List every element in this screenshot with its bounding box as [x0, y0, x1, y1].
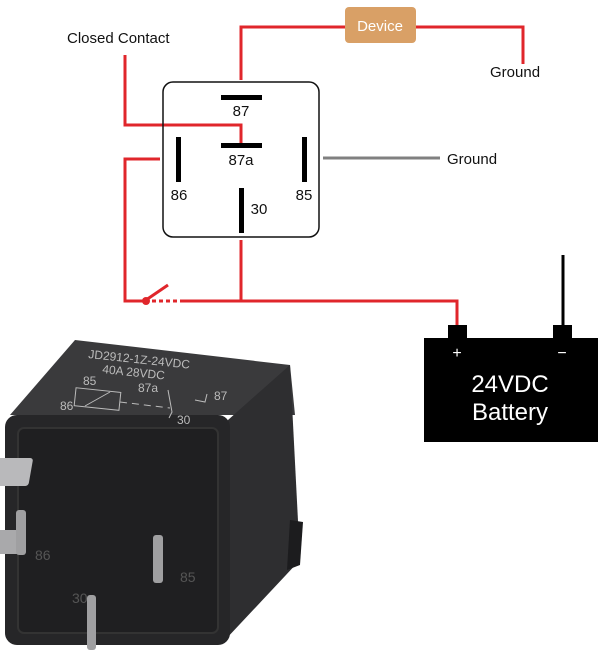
relay-symbol	[73, 387, 208, 419]
battery-voltage-label: 24VDC	[471, 371, 548, 398]
wires	[123, 25, 525, 328]
terminal-86	[16, 510, 26, 555]
pin-85-label: 85	[296, 187, 313, 204]
relay-pin87-text: 87	[214, 389, 228, 403]
pin-87a-label: 87a	[228, 152, 254, 169]
wire-device-ground	[416, 25, 525, 64]
device-box	[345, 7, 416, 43]
battery-minus-terminal	[553, 325, 572, 340]
wire-87-device	[239, 25, 345, 80]
pin-87a-bar	[221, 143, 262, 148]
wire-closed-contact	[123, 55, 243, 143]
ground-right-label: Ground	[447, 151, 497, 168]
relay-photo: JD2912-1Z-24VDC 40A 28VDC 85 86 87a 87 3…	[0, 340, 303, 650]
battery-plus-label: +	[452, 345, 461, 362]
relay-side-face	[225, 365, 300, 640]
pin-87-label: 87	[233, 103, 250, 120]
terminal-30	[87, 595, 96, 650]
pin-30-bar	[239, 188, 244, 233]
terminal-85	[153, 535, 163, 583]
battery-minus-label: −	[557, 345, 566, 362]
pin-85-bar	[302, 137, 307, 182]
relay-schematic-box	[162, 81, 320, 238]
wire-battery-plus	[180, 299, 459, 328]
closed-contact-label: Closed Contact	[67, 30, 170, 47]
terminal-87a	[0, 530, 24, 554]
battery-body	[424, 338, 598, 442]
wire-86-switch	[123, 157, 160, 303]
battery-plus-terminal	[448, 325, 467, 340]
relay-top-face	[10, 340, 295, 415]
switch-lever	[145, 283, 169, 302]
relay-pin85-text: 85	[83, 374, 97, 388]
relay-mount-tab	[287, 520, 303, 570]
switch-pivot	[142, 297, 150, 305]
terminal-87	[0, 458, 33, 486]
pin-86-label: 86	[171, 187, 188, 204]
pin-87-bar	[221, 95, 262, 100]
relay-mold-86: 86	[35, 547, 51, 563]
relay-mold-30: 30	[72, 590, 88, 606]
relay-pin87a-text: 87a	[138, 381, 158, 395]
pin-30-label: 30	[251, 201, 268, 218]
relay-front-inner	[17, 427, 219, 634]
device-label: Device	[357, 18, 403, 35]
relay-pin86-text: 86	[60, 399, 74, 413]
battery-name-label: Battery	[472, 399, 548, 426]
relay-rating-text: 40A 28VDC	[102, 362, 166, 383]
pin-86-bar	[176, 137, 181, 182]
relay-pin30-text: 30	[177, 413, 191, 427]
relay-mold-85: 85	[180, 569, 196, 585]
ground-top-label: Ground	[490, 64, 540, 81]
